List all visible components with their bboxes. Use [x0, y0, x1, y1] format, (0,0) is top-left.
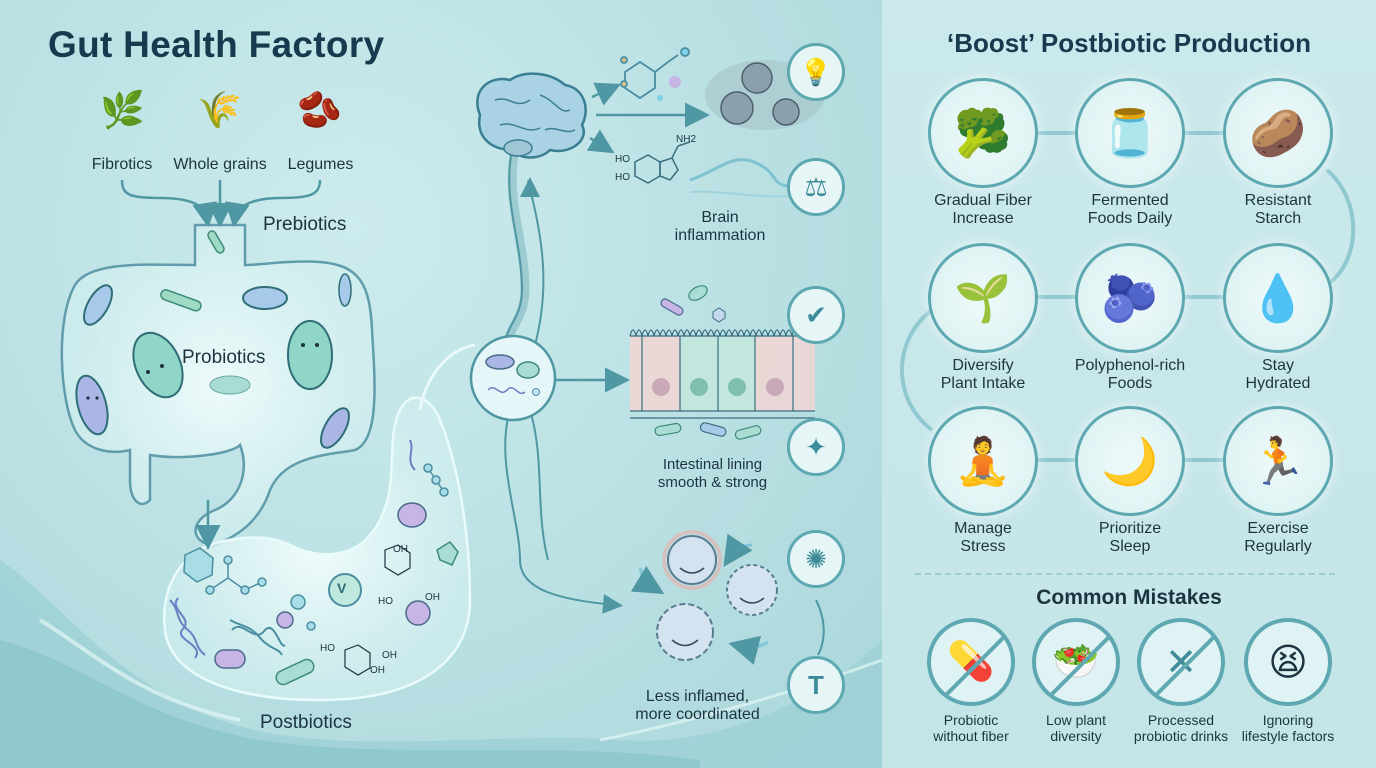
calm-wave: [689, 158, 801, 188]
immune-cell-icon: ✺: [787, 530, 845, 588]
water-bottle-glass-icon: 💧: [1223, 243, 1333, 353]
shield-check-icon: ✔: [787, 286, 845, 344]
page-title: Gut Health Factory: [48, 24, 385, 65]
serotonin-molecule: [634, 141, 691, 184]
oh-label-2: OH: [425, 592, 440, 603]
gut-brain-nerve: [418, 149, 630, 614]
food-label-fibrotics: Fibrotics: [91, 156, 153, 173]
fermented-jar-icon: 🫙: [1075, 78, 1185, 188]
immune-effect-label: Less inflamed, more coordinated: [625, 688, 770, 724]
mistakes-title: Common Mistakes: [1036, 586, 1222, 609]
postbiotic-hub-circle: [469, 334, 557, 422]
salad-plate-icon: 🥗: [1032, 618, 1120, 706]
lining-effect-line2: smooth & strong: [657, 474, 768, 491]
nh2-label: NH2: [676, 134, 697, 145]
lining-effect-label: Intestinal lining smooth & strong: [640, 456, 785, 492]
ho-label-2: HO: [615, 172, 630, 183]
tips-connector-path: [900, 131, 1356, 462]
lining-effect-line1: Intestinal lining: [662, 456, 763, 473]
oh-label-3: OH: [382, 650, 397, 661]
gut-factory-panel: Gut Health Factory 🌿 🌾 🫘 Fibrotics Whole…: [0, 0, 882, 768]
prohibited-slash: [931, 622, 1011, 702]
beans-icon: 🫘: [297, 89, 342, 130]
sleeping-moon-icon: 🌙: [1075, 406, 1185, 516]
brain-effect-line1: Brain: [701, 209, 739, 226]
dopamine-molecule: [620, 47, 690, 101]
brain-effect-arrows: [586, 82, 710, 154]
runner-heart-icon: 🏃: [1223, 406, 1333, 516]
food-label-legumes: Legumes: [287, 156, 354, 173]
prohibited-slash: [1141, 622, 1221, 702]
immune-effect-line2: more coordinated: [635, 706, 760, 723]
water-waves: [0, 560, 882, 768]
boost-title: ‘Boost’ Postbiotic Production: [947, 28, 1311, 58]
food-flow-arrows: [120, 179, 322, 228]
postbiotics-label: Postbiotics: [260, 712, 352, 733]
ho-label-4: HO: [320, 643, 335, 654]
plants-grid-icon: 🌱: [928, 243, 1038, 353]
brain-illustration: [476, 72, 587, 159]
probiotic-bacteria: [75, 230, 352, 449]
oh-label-1: OH: [393, 544, 408, 555]
probiotics-label: Probiotics: [182, 347, 266, 368]
supplement-bottle-icon: 💊: [927, 618, 1015, 706]
immune-effect-line1: Less inflamed,: [645, 688, 750, 705]
prohibited-slash: [1036, 622, 1116, 702]
balance-scale-icon: ⚖: [787, 158, 845, 216]
section-divider: [915, 573, 1335, 575]
ho-label-1: HO: [615, 154, 630, 165]
prebiotics-label: Prebiotics: [263, 214, 347, 235]
stressed-person-clock-icon: 😫: [1244, 618, 1332, 706]
t-cell-icon: T: [787, 656, 845, 714]
oh-label-4: OH: [370, 665, 385, 676]
processed-packet-icon: ✕: [1137, 618, 1225, 706]
intestinal-lining: [629, 285, 815, 440]
shield-star-icon: ✦: [787, 418, 845, 476]
immune-cells: [630, 530, 825, 665]
wheat-grain-icon: 🌾: [197, 89, 242, 130]
vitamin-label: V: [337, 580, 347, 596]
brain-effect-label: Brain inflammation: [650, 209, 790, 245]
brain-effect-line2: inflammation: [674, 227, 766, 244]
vegetable-plate-clock-icon: 🥦: [928, 78, 1038, 188]
wheat-stalks-icon: 🌿: [100, 89, 145, 130]
meditation-tree-icon: 🧘: [928, 406, 1038, 516]
berries-tea-chocolate-icon: 🫐: [1075, 243, 1185, 353]
lightbulb-icon: 💡: [787, 43, 845, 101]
postbiotic-molecules: [169, 439, 459, 686]
food-label-whole-grains: Whole grains: [173, 156, 267, 173]
ho-label-3: HO: [378, 596, 393, 607]
potato-rice-icon: 🥔: [1223, 78, 1333, 188]
gut-factory-illustration: [0, 47, 882, 768]
